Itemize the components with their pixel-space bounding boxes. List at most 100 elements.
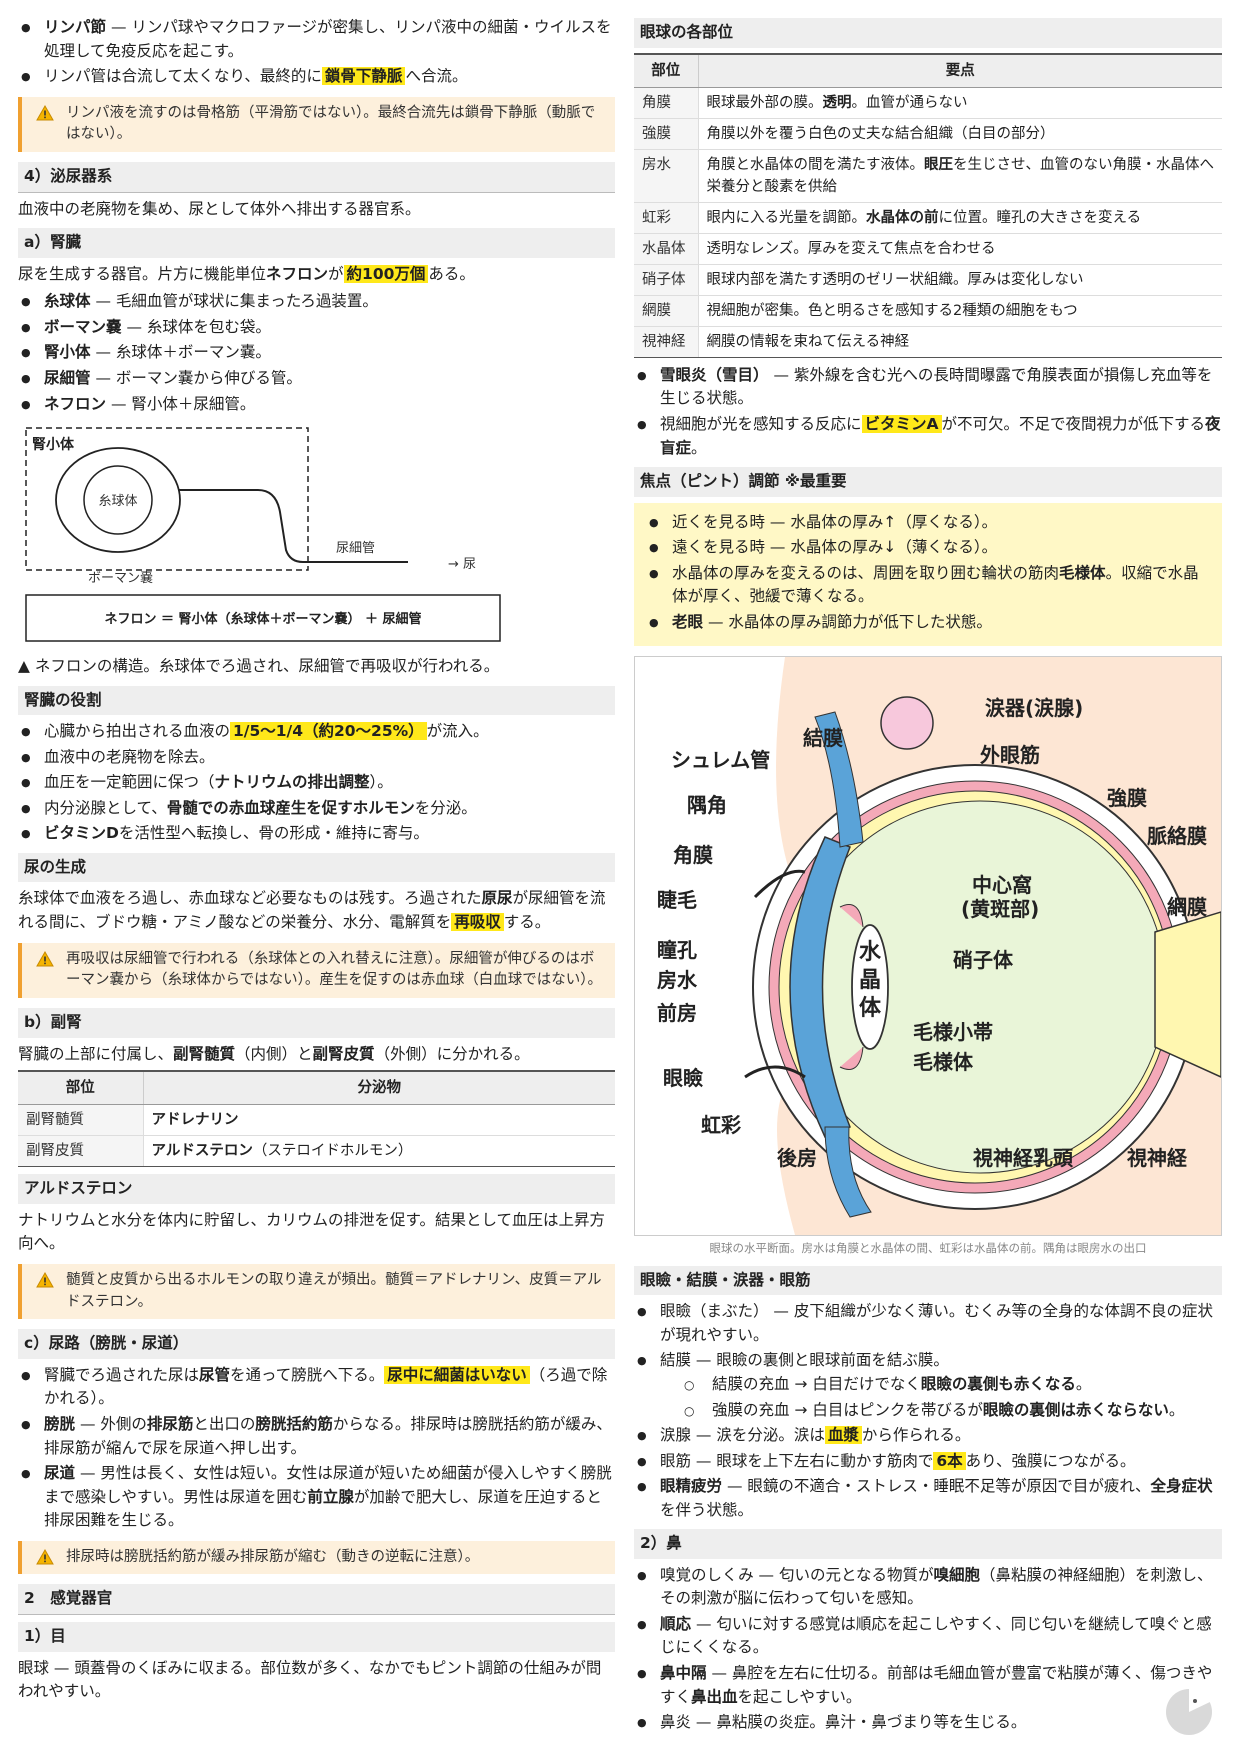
table-row: 強膜角膜以外を覆う白色の丈夫な結合組織（白目の部分） [634,118,1222,150]
nose-list: 嗅覚のしくみ — 匂いの元となる物質が嗅細胞（鼻粘膜の神経細胞）を刺激し、その刺… [634,1564,1222,1735]
table-row: 副腎皮質 アルドステロン（ステロイドホルモン） [18,1135,615,1168]
list-item: 嗅覚のしくみ — 匂いの元となる物質が嗅細胞（鼻粘膜の神経細胞）を刺激し、その刺… [634,1564,1222,1611]
section-heading: c）尿路（膀胱・尿道） [18,1329,615,1359]
table-row: 硝子体眼球内部を満たす透明のゼリー状組織。厚みは変化しない [634,264,1222,296]
section-heading: a）腎臓 [18,228,615,258]
label-vitreous: 硝子体 [953,948,1014,972]
label-fovea-1: 中心窩 [972,873,1032,897]
table-header: 部位 [18,1070,143,1106]
label-ciliary: 毛様体 [913,1050,974,1074]
list-item: 尿道 — 男性は長く、女性は短い。女性は尿道が短いため細菌が侵入しやすく膀胱まで… [18,1462,615,1533]
left-column: リンパ節 — リンパ球やマクロファージが密集し、リンパ液中の細菌・ウイルスを処理… [18,14,615,1708]
label-iris: 虹彩 [701,1113,741,1137]
section-heading: 1）目 [18,1622,615,1652]
optic-nerve-shape [1154,911,1221,1079]
eye-figure: 水 晶 体 涙器(涙腺) 結膜 シュレム管 外眼筋 隅角 強膜 脈絡膜 角膜 中… [634,656,1222,1237]
label-lacrimal: 涙器(涙腺) [985,696,1083,720]
focus-list: 近くを見る時 — 水晶体の厚み↑（厚くなる）。 遠くを見る時 — 水晶体の厚み↓… [640,511,1212,635]
eyelash-lower [744,1065,806,1079]
warning-box: 再吸収は尿細管で行われる（糸球体との入れ替えに注意）。尿細管が伸びるのはボーマン… [18,942,615,999]
warning-box: 排尿時は膀胱括約筋が緩み排尿筋が縮む（動きの逆転に注意）。 [18,1540,615,1575]
table-row: 視神経網膜の情報を束ねて伝える神経 [634,326,1222,358]
label-pupil: 瞳孔 [657,938,697,962]
section-heading: 4）泌尿器系 [18,162,615,193]
label-extraocular: 外眼筋 [980,743,1040,767]
label-urine: → 尿 [448,557,476,572]
label-posterior: 後房 [777,1146,817,1170]
focus-box: 近くを見る時 — 水晶体の厚み↑（厚くなる）。 遠くを見る時 — 水晶体の厚み↓… [634,502,1222,647]
section-heading: 腎臓の役割 [18,685,615,716]
label-aqueous: 房水 [657,968,698,992]
label-disc: 視神経乳頭 [972,1146,1074,1170]
warning-icon [36,1548,54,1565]
list-item: 鼻中隔 — 鼻腔を左右に仕切る。前部は毛細血管が豊富で粘膜が薄く、傷つきやすく鼻… [634,1662,1222,1709]
section-heading: 2 感覚器官 [18,1584,615,1616]
eye-parts-table: 部位 要点 角膜眼球最外部の膜。透明。血管が通らない 強膜角膜以外を覆う白色の丈… [634,52,1222,358]
list-item: 遠くを見る時 — 水晶体の厚み↓（薄くなる）。 [640,536,1212,560]
warning-icon [36,104,54,121]
warning-box: リンパ液を流すのは骨格筋（平滑筋ではない）。最終合流先は鎖骨下静脈（動脈ではない… [18,96,615,153]
table-row: 房水角膜と水晶体の間を満たす液体。眼圧を生じさせ、血管のない角膜・水晶体へ栄養分… [634,149,1222,203]
renal-corpuscle-box [25,427,309,571]
upper-conjunctiva [814,711,864,848]
list-item: 腎臓でろ過された尿は尿管を通って膀胱へ下る。尿中に細菌はいない（ろ過で除かれる）… [18,1364,615,1411]
label-eyelash: 睫毛 [657,888,697,912]
list-item: 糸球体 — 毛細血管が球状に集まったろ過装置。 [18,290,615,314]
nephron-formula: ネフロン ＝ 腎小体（糸球体＋ボーマン嚢） ＋ 尿細管 [104,611,421,627]
list-item: 血圧を一定範囲に保つ（ナトリウムの排出調整）。 [18,771,615,795]
list-item: 眼瞼（まぶた） — 皮下組織が少なく薄い。むくみ等の全身的な体調不良の症状が現れ… [634,1300,1222,1347]
label-angle: 隅角 [687,793,727,817]
table-header: 分泌物 [142,1070,615,1106]
section-heading: 2）鼻 [634,1529,1222,1559]
section-heading: 尿の生成 [18,852,615,883]
label-anterior: 前房 [657,1001,697,1025]
iris-lower [839,1047,864,1071]
glomerulus-shape [83,465,153,535]
urinary-tract-list: 腎臓でろ過された尿は尿管を通って膀胱へ下る。尿中に細菌はいない（ろ過で除かれる）… [18,1364,615,1533]
paragraph: 眼球 — 頭蓋骨のくぼみに収まる。部位数が多く、なかでもピント調節の仕組みが問わ… [18,1658,602,1701]
iris-upper [839,904,864,928]
outside-area [635,657,795,1236]
kidney-list: 糸球体 — 毛細血管が球状に集まったろ過装置。 ボーマン嚢 — 糸球体を包む袋。… [18,290,615,416]
lens-shape [851,924,889,1051]
warning-icon [36,1271,54,1288]
list-item: 水晶体の厚みを変えるのは、周囲を取り囲む輪状の筋肉毛様体。収縮で水晶体が厚く、弛… [640,562,1212,609]
warning-icon [36,950,54,967]
formula-box [25,594,501,642]
nephron-diagram: 腎小体 糸球体 尿細管 ボーマン嚢 → 尿 ネフロン ＝ 腎小体（糸球体＋ボーマ… [25,427,501,642]
warning-box: 髄質と皮質から出るホルモンの取り違えが頻出。髄質＝アドレナリン、皮質＝アルドステ… [18,1263,615,1320]
adrenal-table: 部位 分泌物 副腎髄質 アドレナリン 副腎皮質 アルドステロン（ステロイドホルモ… [18,1070,615,1168]
section-heading: アルドステロン [18,1174,615,1204]
list-item: 老眼 — 水晶体の厚み調節力が低下した状態。 [640,611,1212,635]
paragraph: 尿を生成する器官。片方に機能単位ネフロンが約100万個ある。 [18,264,475,283]
label-bowman: ボーマン嚢 [88,570,153,586]
list-item: リンパ節 — リンパ球やマクロファージが密集し、リンパ液中の細菌・ウイルスを処理… [18,16,615,63]
eye-notes-list: 雪眼炎（雪目） — 紫外線を含む光への長時間曝露で角膜表面が損傷し充血等を生じる… [634,364,1222,460]
list-item: 結膜 — 眼瞼の裏側と眼球前面を結ぶ膜。 結膜の充血 → 白目だけでなく眼瞼の裏… [634,1349,1222,1422]
lymph-list: リンパ節 — リンパ球やマクロファージが密集し、リンパ液中の細菌・ウイルスを処理… [18,16,615,89]
section-heading: 眼球の各部位 [634,18,1222,48]
right-column: 眼球の各部位 部位 要点 角膜眼球最外部の膜。透明。血管が通らない 強膜角膜以外… [634,14,1222,1739]
table-header: 部位 [634,52,698,88]
vitreous-shape [793,800,1167,1174]
list-item: 雪眼炎（雪目） — 紫外線を含む光への長時間曝露で角膜表面が損傷し充血等を生じる… [634,364,1222,411]
sub-list-item: 結膜の充血 → 白目だけでなく眼瞼の裏側も赤くなる。 [660,1373,1222,1397]
table-row: 虹彩眼内に入る光量を調節。水晶体の前に位置。瞳孔の大きさを変える [634,202,1222,234]
label-renal-corpuscle: 腎小体 [32,436,75,453]
list-item: ボーマン嚢 — 糸球体を包む袋。 [18,316,615,340]
label-fovea-2: (黄斑部) [961,897,1039,921]
section-heading: b）副腎 [18,1008,615,1038]
eyelid-list: 眼瞼（まぶた） — 皮下組織が少なく薄い。むくみ等の全身的な体調不良の症状が現れ… [634,1300,1222,1522]
label-conjunctiva: 結膜 [803,726,843,750]
label-zonule: 毛様小帯 [913,1020,993,1044]
cornea-shape [789,836,851,1139]
label-optic: 視神経 [1126,1146,1188,1170]
lower-conjunctiva [824,1126,872,1218]
list-item: 順応 — 匂いに対する感覚は順応を起こしやすく、同じ匂いを継続して嗅ぐと感じにく… [634,1613,1222,1660]
label-lens-2: 晶 [859,968,881,993]
list-item: 血液中の老廃物を除去。 [18,746,615,770]
paragraph: 糸球体で血液をろ過し、赤血球など必要なものは残す。ろ過された原尿が尿細管を流れる… [18,889,606,931]
